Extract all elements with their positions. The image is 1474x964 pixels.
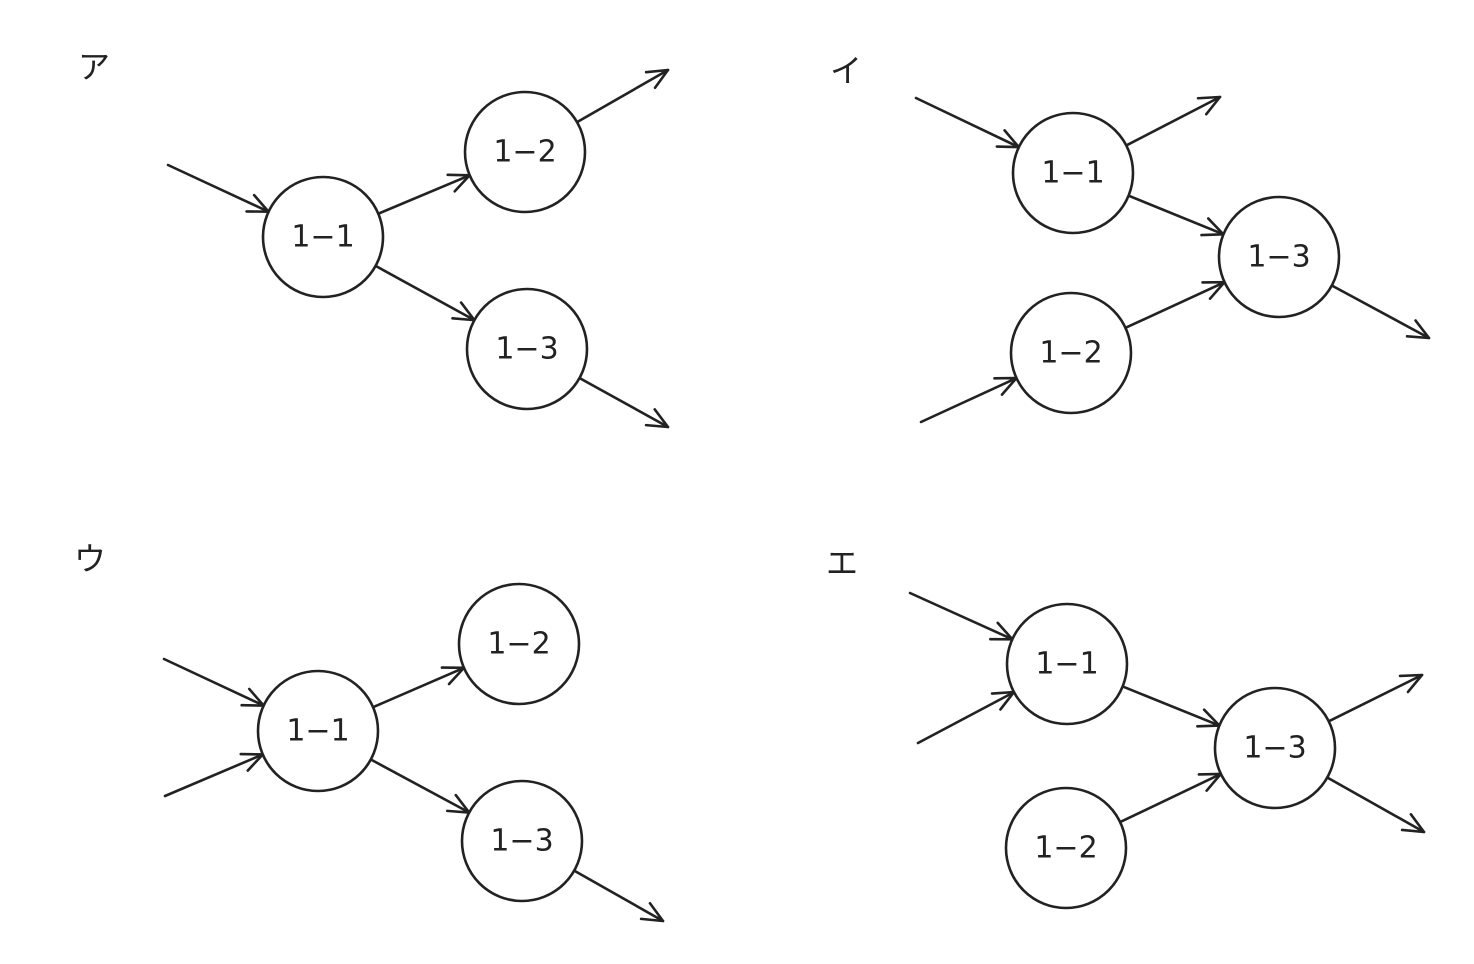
edge-in1-n11 [162, 657, 265, 707]
node-circle [1213, 686, 1337, 810]
node-label: 1−3 [495, 332, 558, 367]
node-n12: 1−2 [1004, 786, 1128, 910]
edge-in2-n11 [916, 690, 1016, 745]
edge-line [166, 163, 270, 214]
edge-in2-n11 [163, 752, 265, 798]
node-n11: 1−1 [261, 175, 385, 299]
arrowhead-icon [1398, 673, 1424, 694]
edge-n12-n13 [1124, 280, 1226, 330]
node-label: 1−2 [1039, 336, 1102, 371]
edge-line [374, 264, 476, 322]
panel-e: エ 1−1 1−2 1−3 [826, 544, 1426, 910]
edge-line [1325, 776, 1426, 834]
node-n13: 1−3 [1217, 195, 1341, 319]
node-n11: 1−1 [1005, 602, 1129, 726]
node-circle [1005, 602, 1129, 726]
node-label: 1−2 [487, 627, 550, 662]
arrowhead-icon [1196, 95, 1222, 116]
node-n13: 1−3 [460, 779, 584, 903]
edge-n12-out1 [575, 68, 670, 124]
edge-line [371, 666, 466, 709]
edge-in1-n11 [908, 591, 1014, 641]
edge-line [1121, 685, 1221, 727]
edge-n13-out2 [578, 376, 670, 429]
edge-n11-n13 [374, 264, 476, 322]
arrowhead-icon [644, 68, 670, 90]
node-label: 1−1 [286, 714, 349, 749]
node-circle [465, 287, 589, 411]
panel-label: ウ [74, 540, 106, 578]
edge-in1-n11 [166, 163, 270, 214]
edge-line [578, 376, 670, 429]
node-n12: 1−2 [457, 582, 581, 706]
edge-line [1124, 280, 1226, 330]
edge-line [1118, 772, 1223, 824]
arrowhead-icon [639, 901, 665, 923]
edge-line [919, 376, 1018, 424]
edge-n13-out2 [1325, 776, 1426, 834]
node-circle [1011, 111, 1135, 235]
edge-line [1124, 95, 1222, 147]
arrowhead-icon [1405, 319, 1431, 340]
edge-line [575, 68, 670, 124]
node-circle [256, 669, 380, 793]
edge-line [162, 657, 265, 707]
edge-n11-n13 [369, 758, 471, 814]
edge-n11-n13 [1121, 685, 1221, 728]
node-circle [463, 90, 587, 214]
edge-n11-n12 [371, 666, 466, 709]
node-circle [1004, 786, 1128, 910]
node-circle [261, 175, 385, 299]
edge-line [914, 96, 1021, 149]
panel-a: ア 1−1 1−2 1−3 [78, 48, 670, 429]
edge-line [908, 591, 1014, 641]
edge-in2-n12 [919, 376, 1018, 424]
edge-line [572, 869, 665, 923]
edge-line [1127, 194, 1225, 236]
edge-n12-n13 [1118, 772, 1223, 824]
edge-line [1330, 284, 1431, 340]
node-label: 1−2 [1034, 831, 1097, 866]
edge-n13-out2 [1330, 284, 1431, 340]
node-n12: 1−2 [463, 90, 587, 214]
node-circle [1009, 291, 1133, 415]
node-n11: 1−1 [1011, 111, 1135, 235]
node-label: 1−3 [1247, 240, 1310, 275]
edge-n13-out1 [572, 869, 665, 923]
edge-in1-n11 [914, 96, 1021, 149]
edge-line [916, 690, 1016, 745]
node-label: 1−2 [493, 135, 556, 170]
arrowhead-icon [1400, 813, 1426, 834]
node-circle [1217, 195, 1341, 319]
panel-label: イ [830, 52, 862, 90]
node-n13: 1−3 [1213, 686, 1337, 810]
panel-label: エ [826, 544, 858, 582]
node-n11: 1−1 [256, 669, 380, 793]
edge-n11-out1 [1124, 95, 1222, 147]
panel-i: イ 1−1 1−2 1−3 [830, 52, 1431, 424]
node-n12: 1−2 [1009, 291, 1133, 415]
arrowhead-icon [644, 408, 670, 429]
node-n13: 1−3 [465, 287, 589, 411]
node-circle [460, 779, 584, 903]
panel-label: ア [78, 48, 110, 86]
edge-line [163, 753, 265, 798]
panel-u: ウ 1−1 1−2 1−3 [74, 540, 665, 923]
node-label: 1−3 [1243, 731, 1306, 766]
node-label: 1−3 [490, 824, 553, 859]
edge-n11-n13 [1127, 194, 1225, 237]
node-circle [457, 582, 581, 706]
node-label: 1−1 [291, 220, 354, 255]
node-label: 1−1 [1041, 156, 1104, 191]
node-label: 1−1 [1035, 647, 1098, 682]
edge-line [1327, 673, 1424, 723]
edge-n11-n12 [377, 173, 471, 216]
edge-line [369, 758, 471, 814]
edge-n13-out1 [1327, 673, 1424, 723]
edge-line [377, 173, 471, 216]
